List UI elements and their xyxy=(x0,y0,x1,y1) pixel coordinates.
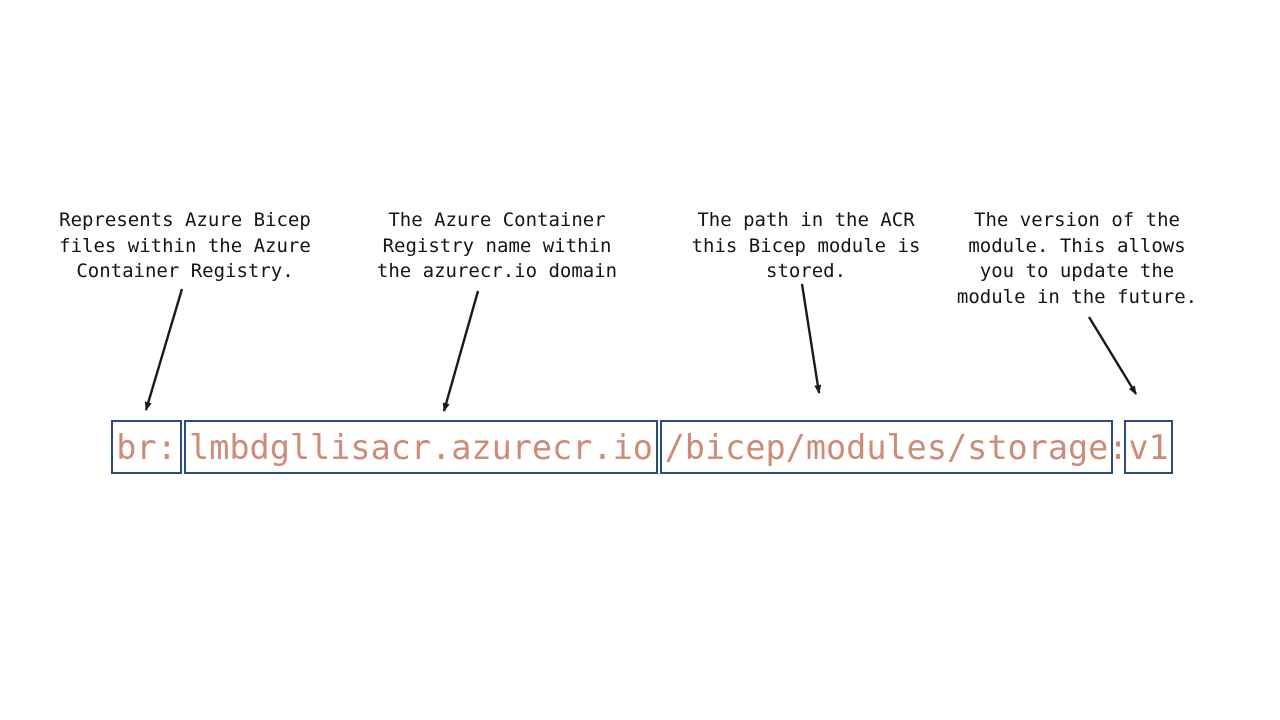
segment-separator-colon: : xyxy=(1107,427,1129,467)
arrow-to-version-tag xyxy=(1087,316,1138,395)
arrow-to-module-path xyxy=(800,283,822,394)
annotation-line: The path in the ACR xyxy=(697,209,915,231)
annotation-line: The Azure Container xyxy=(388,209,606,231)
annotation-module-path: The path in the ACR this Bicep module is… xyxy=(656,208,956,285)
annotation-line: module in the future. xyxy=(956,285,1198,308)
arrow-to-scheme-prefix xyxy=(144,288,184,411)
annotation-line: stored. xyxy=(765,260,847,282)
segment-box-path: /bicep/modules/storage xyxy=(660,420,1113,474)
annotation-line: module. This allows xyxy=(968,234,1186,257)
annotation-line: you to update the xyxy=(979,260,1175,282)
arrow-to-registry-name xyxy=(442,290,480,412)
annotation-line: Registry name within xyxy=(382,234,612,257)
annotation-line: the azurecr.io domain xyxy=(376,260,618,282)
annotation-version-tag: The version of the module. This allows y… xyxy=(927,208,1227,310)
annotation-line: Represents Azure Bicep xyxy=(59,209,311,231)
segment-box-scheme: br: xyxy=(111,420,182,474)
segment-box-registry: lmbdgllisacr.azurecr.io xyxy=(184,420,658,474)
annotation-line: this Bicep module is xyxy=(691,234,921,257)
annotation-registry-name: The Azure Container Registry name within… xyxy=(347,208,647,285)
annotation-line: files within the Azure xyxy=(59,234,311,257)
annotation-line: The version of the xyxy=(974,209,1180,231)
annotation-line: Container Registry. xyxy=(76,260,294,282)
annotation-scheme-prefix: Represents Azure Bicep files within the … xyxy=(35,208,335,285)
segment-box-version: v1 xyxy=(1124,420,1173,474)
